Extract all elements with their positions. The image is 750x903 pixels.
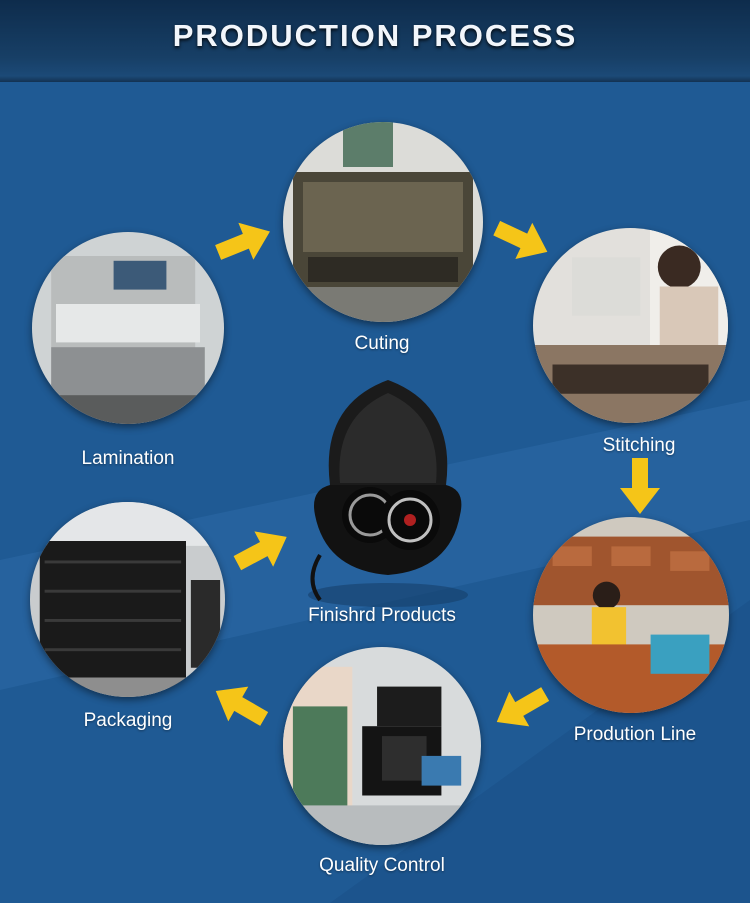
header-bar: PRODUCTION PROCESS <box>0 0 750 82</box>
cuting-photo <box>283 122 483 322</box>
packaging-photo <box>30 502 225 697</box>
packaging-label: Packaging <box>83 710 173 731</box>
production-line-label: Prodution Line <box>573 724 697 745</box>
quality-control-label: Quality Control <box>319 855 445 876</box>
quality-control-photo <box>283 647 481 845</box>
arrow-packaging-to-finished <box>228 519 296 581</box>
finished-products-label: Finishrd Products <box>308 605 456 626</box>
cuting-label: Cuting <box>354 333 410 354</box>
arrow-production-line-to-quality-control <box>487 677 555 740</box>
arrow-quality-control-to-packaging <box>206 674 274 737</box>
production-line-photo <box>533 517 729 713</box>
arrow-cuting-to-stitching <box>488 210 556 270</box>
finished-product-image <box>308 380 468 607</box>
lamination-photo <box>32 232 224 424</box>
page-title: PRODUCTION PROCESS <box>172 18 578 53</box>
lamination-label: Lamination <box>81 448 175 469</box>
stitching-label: Stitching <box>602 435 676 456</box>
arrow-stitching-to-production-line <box>620 458 660 514</box>
stitching-photo <box>533 228 728 423</box>
arrow-lamination-to-cuting <box>211 213 278 271</box>
